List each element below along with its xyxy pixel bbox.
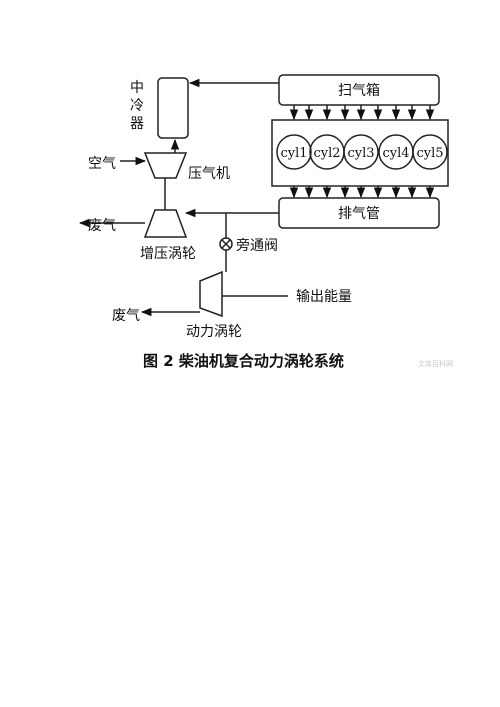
scavenge-box-label: 扫气箱 xyxy=(338,83,380,99)
watermark: 文库百科网 xyxy=(418,359,453,368)
intercooler-label-1: 中 xyxy=(130,80,144,96)
turbocharger-label: 增压涡轮 xyxy=(140,246,196,262)
cylinder-1-label: cyl1 xyxy=(280,146,307,161)
cylinder-5-label: cyl5 xyxy=(416,146,443,161)
cylinder-4-label: cyl4 xyxy=(382,146,409,161)
cylinder-2-label: cyl2 xyxy=(313,146,340,161)
cylinder-1 xyxy=(276,134,312,170)
scavenge-box xyxy=(278,74,440,106)
compressor-label: 压气机 xyxy=(188,166,230,182)
cylinder-3 xyxy=(343,134,379,170)
power-exhaust-label: 废气 xyxy=(112,308,140,324)
intercooler-box xyxy=(157,77,189,139)
compressor-shape xyxy=(143,152,188,179)
cylinder-3-label: cyl3 xyxy=(347,146,374,161)
air-in-label: 空气 xyxy=(88,156,116,172)
intercooler-label-2: 冷 xyxy=(130,98,144,114)
intercooler-label-3: 器 xyxy=(130,116,144,132)
turbocharger-shape xyxy=(143,209,188,238)
cylinder-5 xyxy=(412,134,448,170)
bypass-valve-label: 旁通阀 xyxy=(236,237,278,254)
figure-caption: 图 2 柴油机复合动力涡轮系统 xyxy=(143,352,344,370)
output-energy-label: 输出能量 xyxy=(296,289,352,305)
power-turbine-shape xyxy=(199,270,223,318)
power-turbine-label: 动力涡轮 xyxy=(186,324,242,340)
turbo-exhaust-label: 废气 xyxy=(88,218,116,234)
exhaust-pipe-label: 排气管 xyxy=(338,206,380,222)
